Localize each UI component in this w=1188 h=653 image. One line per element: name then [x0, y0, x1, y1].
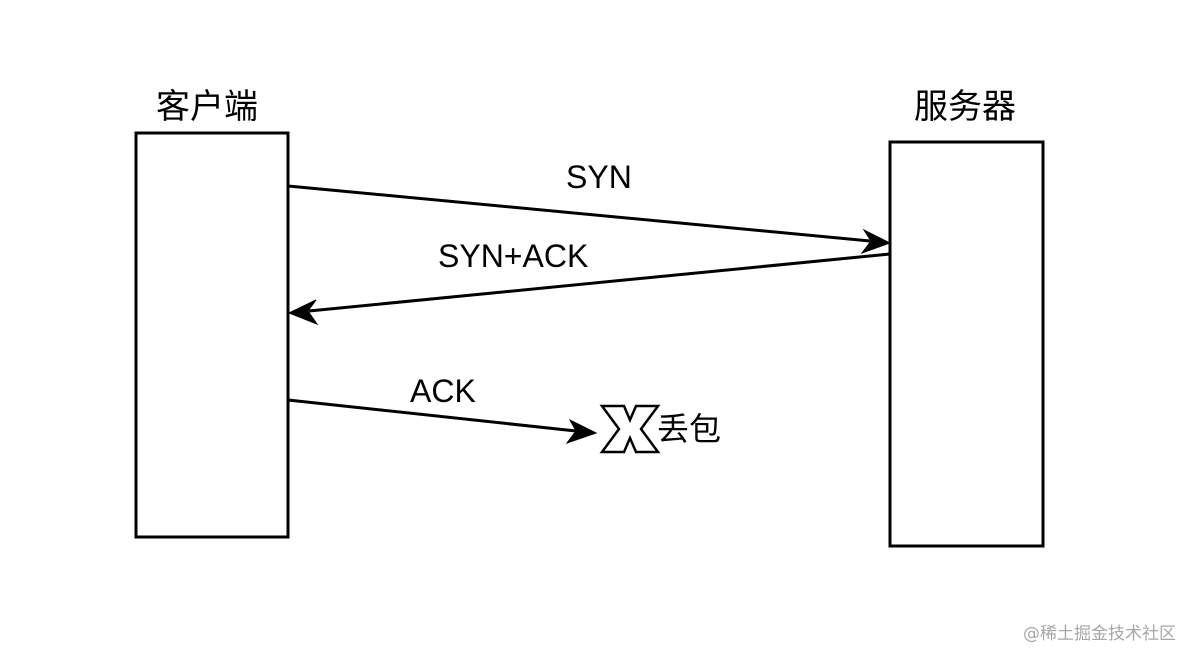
watermark: @稀土掘金技术社区	[1023, 624, 1176, 644]
x-mark-icon	[599, 404, 661, 454]
ack-label: ACK	[410, 373, 476, 409]
lost-label: 丢包	[657, 410, 722, 448]
syn-label: SYN	[566, 159, 632, 195]
server-box	[888, 140, 1045, 548]
ack-arrow	[287, 398, 598, 445]
client-box	[134, 131, 290, 539]
syn-arrow	[287, 184, 892, 255]
client-label: 客户端	[156, 87, 258, 127]
server-label: 服务器	[914, 87, 1016, 127]
syn-ack-label: SYN+ACK	[438, 238, 589, 274]
syn-ack-arrow	[287, 252, 891, 326]
